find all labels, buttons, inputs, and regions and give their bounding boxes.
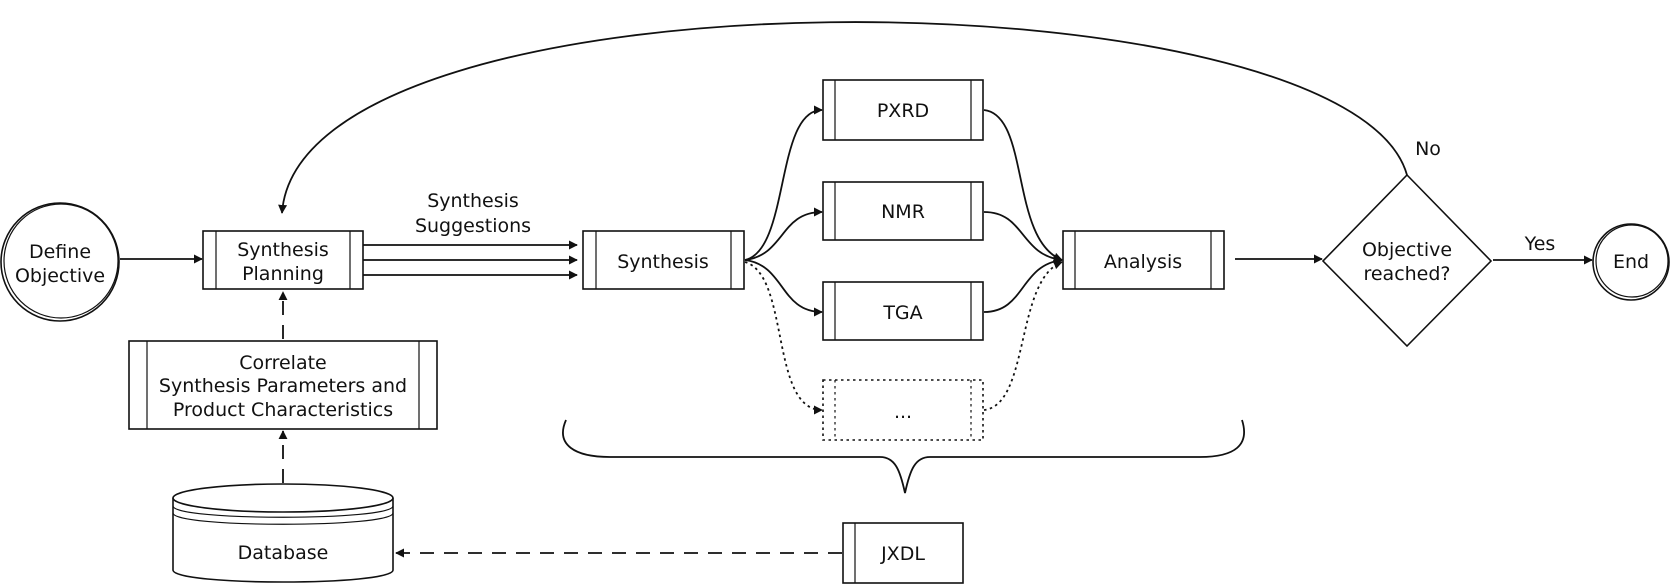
database-label: Database (238, 542, 329, 564)
synthesis-planning-node: Synthesis Planning (202, 230, 364, 290)
edge-tga-to-analysis (983, 256, 1063, 313)
tga-node: TGA (822, 281, 984, 341)
synthesis-suggestions-label-line1: Synthesis (427, 190, 519, 212)
jxdl-label: JXDL (880, 543, 925, 565)
database-node: Database (172, 483, 394, 583)
objective-reached-label-line2: reached? (1363, 263, 1450, 285)
instrument-group-brace (562, 419, 1245, 494)
synthesis-planning-label-line1: Synthesis (237, 239, 329, 261)
yes-label: Yes (1524, 233, 1556, 255)
define-objective-label-line1: Define (29, 241, 91, 263)
correlate-label-line3: Product Characteristics (173, 399, 393, 421)
objective-reached-decision: Objective reached? (1321, 173, 1493, 348)
synthesis-planning-label-line2: Planning (242, 263, 324, 285)
nmr-node: NMR (822, 181, 984, 241)
nmr-label: NMR (881, 201, 925, 223)
edge-synthesis-to-nmr (744, 207, 823, 261)
synthesis-node: Synthesis (582, 230, 745, 290)
more-instruments-node: ... (822, 379, 984, 441)
analysis-node: Analysis (1062, 230, 1225, 290)
define-objective-node: Define Objective (0, 202, 120, 322)
more-instruments-label: ... (894, 401, 912, 423)
define-objective-label-line2: Objective (15, 265, 105, 287)
end-node: End (1592, 223, 1670, 301)
edge-synthesis-to-tga (744, 259, 823, 317)
jxdl-node: JXDL (842, 522, 964, 584)
analysis-label: Analysis (1104, 251, 1182, 273)
edge-pxrd-to-analysis (983, 109, 1063, 262)
correlate-node: Correlate Synthesis Parameters and Produ… (128, 340, 438, 430)
end-label: End (1613, 251, 1649, 273)
edge-synthesis-to-more (744, 261, 823, 415)
pxrd-node: PXRD (822, 79, 984, 141)
edge-more-to-analysis (983, 260, 1063, 411)
no-label: No (1415, 138, 1441, 160)
pxrd-label: PXRD (877, 100, 929, 122)
synthesis-label: Synthesis (617, 251, 709, 273)
correlate-label-line1: Correlate (239, 352, 327, 374)
edge-synthesis-to-pxrd (744, 105, 823, 261)
objective-reached-label-line1: Objective (1362, 239, 1452, 261)
tga-label: TGA (882, 302, 922, 324)
edge-nmr-to-analysis (983, 211, 1063, 264)
correlate-label-line2: Synthesis Parameters and (159, 375, 407, 397)
edge-decision-no-loop (278, 21, 1408, 214)
synthesis-suggestions-label-line2: Suggestions (415, 215, 531, 237)
